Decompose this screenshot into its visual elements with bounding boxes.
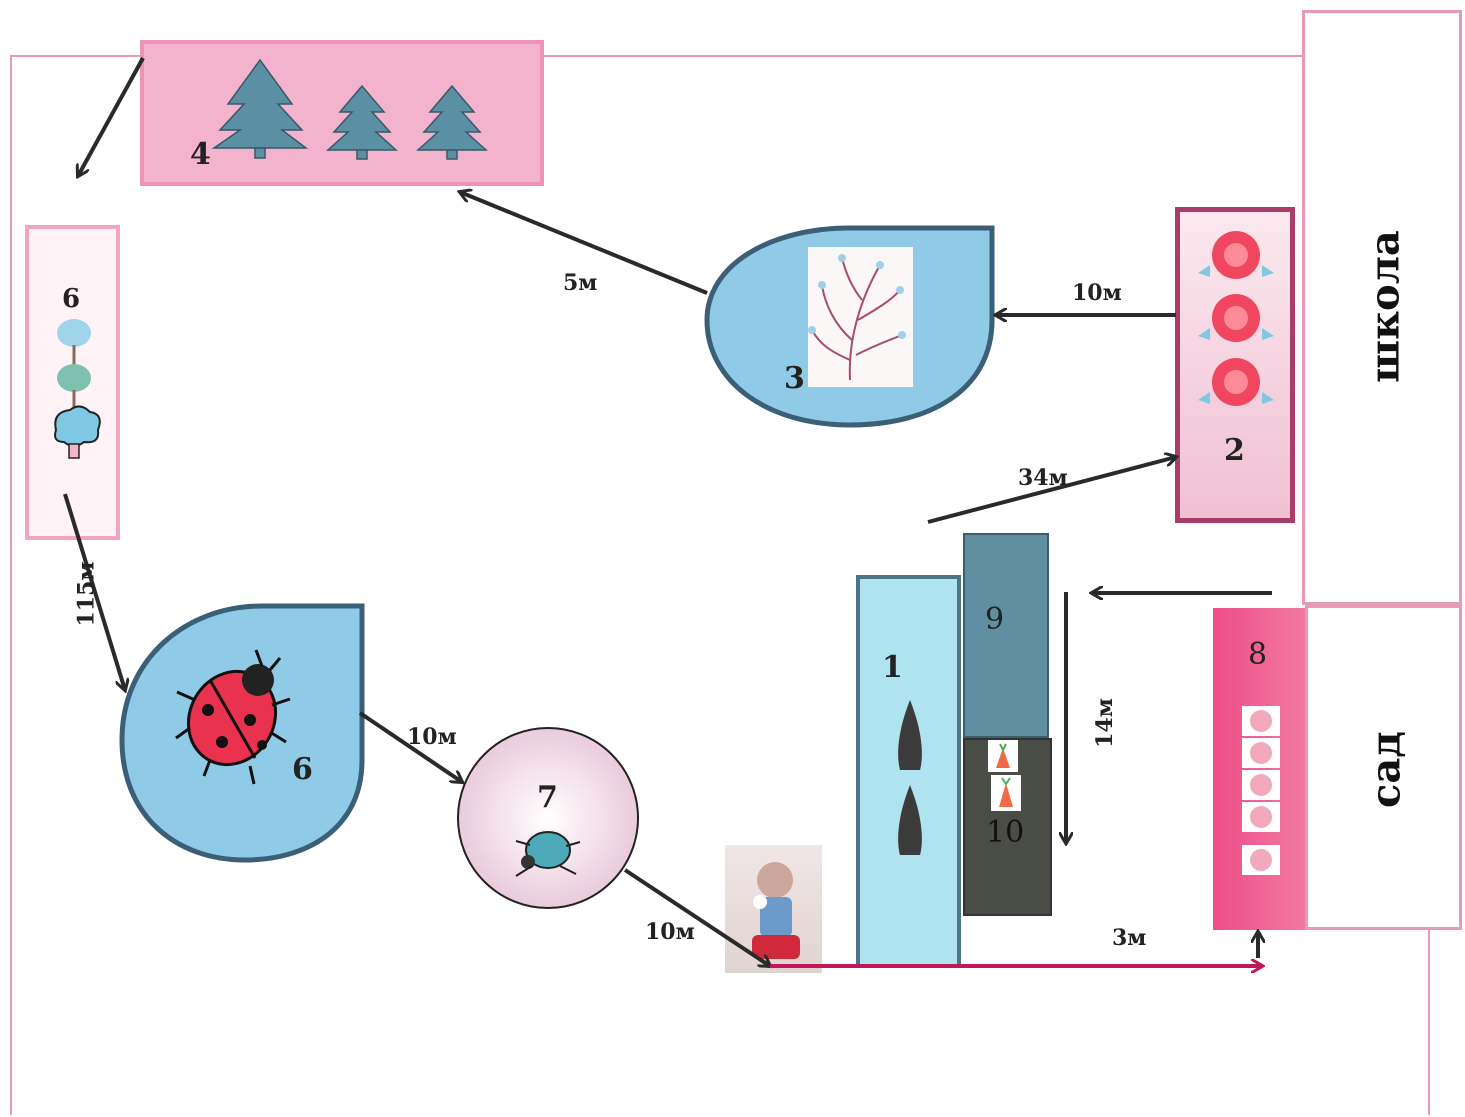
station-4-firs xyxy=(140,40,544,186)
distance-6-6b: 115м xyxy=(73,561,100,627)
station-1-zone xyxy=(856,575,961,968)
station-10-number: 10 xyxy=(986,815,1025,850)
tree-icon xyxy=(54,405,101,459)
flower-icon xyxy=(1250,742,1272,764)
station-9-zone xyxy=(963,533,1049,738)
beetle-icon xyxy=(515,831,581,877)
station-7-number: 7 xyxy=(537,780,558,815)
station-9-number: 9 xyxy=(985,602,1005,637)
distance-2-3: 10м xyxy=(1072,280,1122,306)
cypress-icon xyxy=(898,785,922,855)
station-1-number: 1 xyxy=(882,650,903,685)
flower-icon xyxy=(1250,710,1272,732)
flower-icon xyxy=(1250,849,1272,871)
rose-icon xyxy=(1198,358,1274,406)
station-8-number: 8 xyxy=(1248,637,1268,672)
distance-14m: 14м xyxy=(1091,698,1118,748)
plant-picture xyxy=(808,247,913,387)
school-building: школа xyxy=(1302,10,1462,605)
distance-doll-8: 3м xyxy=(1112,925,1147,951)
rose-icon xyxy=(1198,294,1274,342)
station-4-number: 4 xyxy=(190,137,211,172)
doll-icon xyxy=(752,862,800,959)
flower-icon xyxy=(1250,806,1272,828)
station-7-circle xyxy=(457,727,639,909)
arrow-4-to-6 xyxy=(78,57,145,176)
rose-icon xyxy=(1198,231,1274,279)
distance-7-doll: 10м xyxy=(645,919,695,945)
ladybug-icon xyxy=(175,649,291,785)
station-6-ladybug-number: 6 xyxy=(292,752,313,787)
distance-to-2: 34м xyxy=(1018,465,1068,491)
station-6-trees-number: 6 xyxy=(62,284,81,314)
carrot-icon xyxy=(996,748,1010,768)
arrow-7-to-doll xyxy=(623,868,770,966)
garden-building: сад xyxy=(1305,605,1462,930)
arrow-to-2 xyxy=(927,457,1176,524)
arrow-6-to-6b xyxy=(63,493,125,690)
station-8-zone xyxy=(1213,608,1305,930)
distance-6b-7: 10м xyxy=(407,724,457,750)
station-3-number: 3 xyxy=(784,361,805,396)
tree-icon xyxy=(57,319,91,365)
cypress-icon xyxy=(898,700,922,770)
flower-icon xyxy=(1250,774,1272,796)
carrot-icon xyxy=(999,783,1013,807)
arrow-3-to-4 xyxy=(460,192,708,295)
station-2-number: 2 xyxy=(1224,433,1245,468)
tree-icon xyxy=(57,364,91,408)
arrow-6b-to-7 xyxy=(358,711,462,782)
distance-3-4: 5м xyxy=(563,270,598,296)
